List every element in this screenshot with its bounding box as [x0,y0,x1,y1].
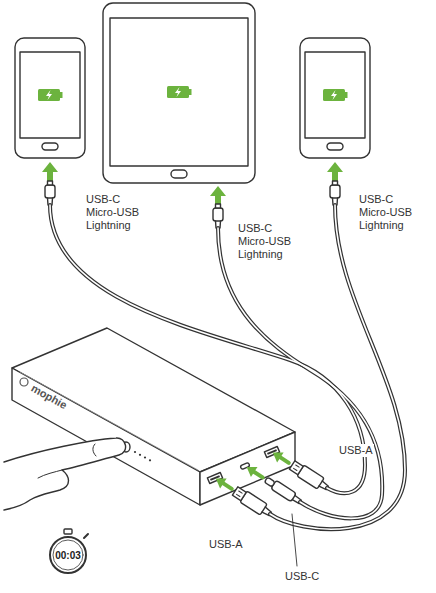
port-label: USB-A [338,444,374,457]
connector-types-label: USB-C Micro-USB Lightning [358,193,418,232]
port-label: USB-C [284,570,320,583]
connector-types-label: USB-C Micro-USB Lightning [237,222,297,261]
connector-types-label: USB-C Micro-USB Lightning [85,193,145,232]
timer-readout: 00:03 [54,549,82,562]
port-label: USB-A [208,538,244,551]
